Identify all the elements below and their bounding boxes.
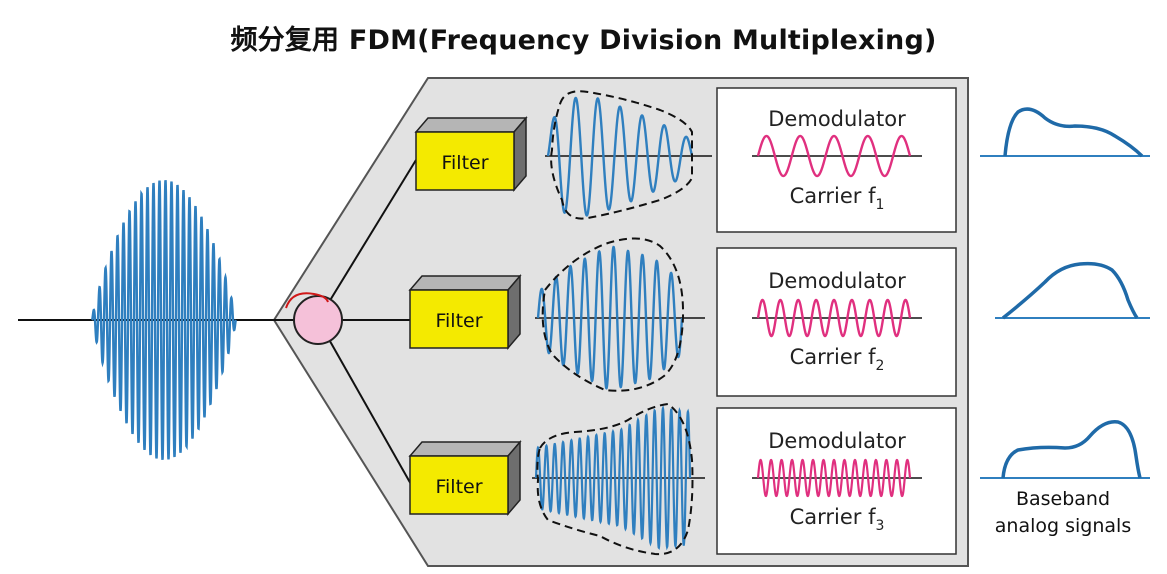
splitter-node — [293, 295, 343, 345]
filter-2: Filter — [408, 273, 522, 351]
baseband-signal-3 — [980, 420, 1150, 479]
carrier-1-label: Carrier f1 — [790, 184, 885, 213]
branch-line-1 — [317, 159, 417, 321]
band-2-signal-wave — [536, 245, 684, 390]
demodulator-3-label: Demodulator — [768, 429, 906, 453]
baseband-label-line1: Baseband — [1016, 488, 1110, 510]
carrier-1-wave — [756, 134, 912, 178]
branch-line-3 — [317, 319, 413, 487]
annotation-mark — [285, 292, 329, 309]
filter-1-label: Filter — [441, 152, 488, 174]
band-3-envelope — [536, 402, 694, 556]
demodulator-1: Demodulator Carrier f1 — [716, 87, 957, 233]
composite-signal-wave — [90, 179, 238, 461]
carrier-3-label: Carrier f3 — [790, 505, 885, 534]
baseband-label-line2: analog signals — [995, 515, 1131, 537]
demodulator-2: Demodulator Carrier f2 — [716, 247, 957, 397]
carrier-2-wave — [756, 298, 912, 338]
carrier-2-label: Carrier f2 — [790, 345, 885, 374]
filter-3-label: Filter — [435, 476, 482, 498]
page-title: 频分复用 FDM(Frequency Division Multiplexing… — [230, 25, 937, 56]
band-3-signal-wave — [534, 404, 692, 551]
filter-3: Filter — [408, 439, 522, 517]
filter-1: Filter — [414, 115, 528, 193]
band-1-signal-wave — [546, 96, 694, 217]
demodulator-3: Demodulator Carrier f3 — [716, 407, 957, 555]
demodulator-1-label: Demodulator — [768, 107, 906, 131]
baseband-signal-2 — [995, 261, 1150, 320]
filter-2-label: Filter — [435, 310, 482, 332]
band-2-envelope — [541, 237, 685, 392]
baseband-signal-1 — [980, 107, 1150, 158]
demodulator-2-label: Demodulator — [768, 269, 906, 293]
band-1-envelope — [550, 90, 693, 220]
carrier-3-wave — [756, 458, 912, 498]
